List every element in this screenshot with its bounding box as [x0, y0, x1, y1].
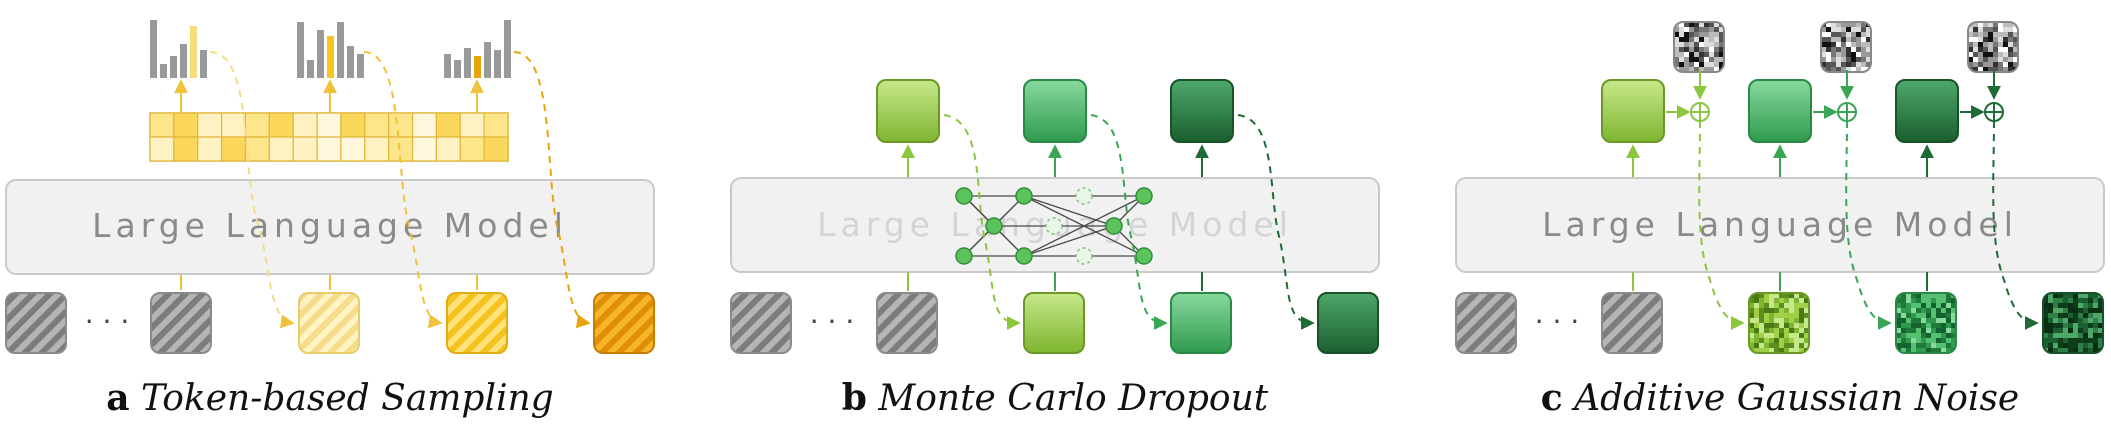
panel-a-token-sampling: Large Language Model · · · a Token-based… — [5, 20, 655, 419]
logit-cell — [292, 112, 318, 138]
logit-cell — [411, 136, 437, 162]
logit-cell — [316, 136, 342, 162]
caption-c: c Additive Gaussian Noise — [1541, 377, 2019, 419]
noise-image-icon — [1820, 21, 1872, 73]
fed-back-token-3 — [1317, 292, 1379, 354]
autoregressive-arrows-a — [209, 51, 591, 329]
logit-cell — [221, 112, 247, 138]
autoregressive-arrows-b — [943, 114, 1315, 330]
add-noise-operators — [1666, 70, 2004, 122]
output-token-1 — [1601, 79, 1665, 143]
logit-cell — [244, 112, 270, 138]
llm-label-c: Large Language Model — [1542, 205, 2018, 244]
logit-cell — [459, 136, 485, 162]
logit-cell — [173, 112, 199, 138]
noise-image-icon — [1967, 21, 2019, 73]
ellipsis-b: · · · — [810, 305, 855, 338]
input-token — [5, 292, 67, 354]
panel-c-gaussian-noise: Large Language Model · · · c Additive Ga… — [1455, 21, 2105, 419]
noisy-fed-back-tokens — [1748, 292, 2104, 354]
fed-back-token-2 — [1170, 292, 1232, 354]
noisy-token-3 — [2042, 292, 2104, 354]
autoregressive-arrows-c — [1698, 120, 2039, 330]
logit-cell — [149, 112, 175, 138]
logit-cell — [173, 136, 199, 162]
logit-cell — [388, 112, 414, 138]
input-token — [1601, 292, 1663, 354]
sampled-token-1 — [298, 292, 360, 354]
logit-cell — [244, 136, 270, 162]
logit-cell — [435, 136, 461, 162]
logit-cell — [221, 136, 247, 162]
gaussian-noise-samples — [1673, 21, 2019, 73]
caption-a: a Token-based Sampling — [106, 377, 553, 419]
input-token — [730, 292, 792, 354]
logit-cell — [483, 136, 509, 162]
output-token-2 — [1023, 79, 1087, 143]
dropout-network-icon — [955, 187, 1153, 265]
fed-back-token-1 — [1023, 292, 1085, 354]
probability-histogram-1 — [150, 20, 207, 78]
ellipsis-c: · · · — [1535, 305, 1580, 338]
logit-cell — [316, 112, 342, 138]
logit-cell — [411, 112, 437, 138]
logit-cell — [459, 112, 485, 138]
logit-cell — [435, 112, 461, 138]
logit-cell — [483, 112, 509, 138]
ellipsis-a: · · · — [85, 305, 130, 338]
llm-box-c: Large Language Model — [1455, 177, 2105, 273]
logit-cell — [149, 136, 175, 162]
input-token — [876, 292, 938, 354]
noisy-token-2 — [1895, 292, 1957, 354]
output-token-3 — [1895, 79, 1959, 143]
logit-cell — [197, 136, 223, 162]
panel-b-mc-dropout: Large Language Model — [730, 79, 1380, 419]
output-token-2 — [1748, 79, 1812, 143]
logit-cell — [340, 136, 366, 162]
input-token — [150, 292, 212, 354]
logit-cell — [364, 112, 390, 138]
logit-cell — [364, 136, 390, 162]
logits-grid — [149, 112, 509, 162]
llm-label-a: Large Language Model — [92, 206, 568, 245]
noisy-token-1 — [1748, 292, 1810, 354]
sampled-token-2 — [446, 292, 508, 354]
logit-cell — [268, 136, 294, 162]
output-token-1 — [876, 79, 940, 143]
probability-histogram-3 — [444, 20, 511, 78]
logit-cell — [292, 136, 318, 162]
llm-box-a: Large Language Model — [5, 179, 655, 275]
output-token-3 — [1170, 79, 1234, 143]
logit-cell — [197, 112, 223, 138]
logit-cell — [340, 112, 366, 138]
noise-image-icon — [1673, 21, 1725, 73]
caption-b: b Monte Carlo Dropout — [842, 377, 1269, 419]
probability-histogram-2 — [297, 22, 364, 78]
logit-cell — [268, 112, 294, 138]
sampled-token-3 — [593, 292, 655, 354]
input-token — [1455, 292, 1517, 354]
